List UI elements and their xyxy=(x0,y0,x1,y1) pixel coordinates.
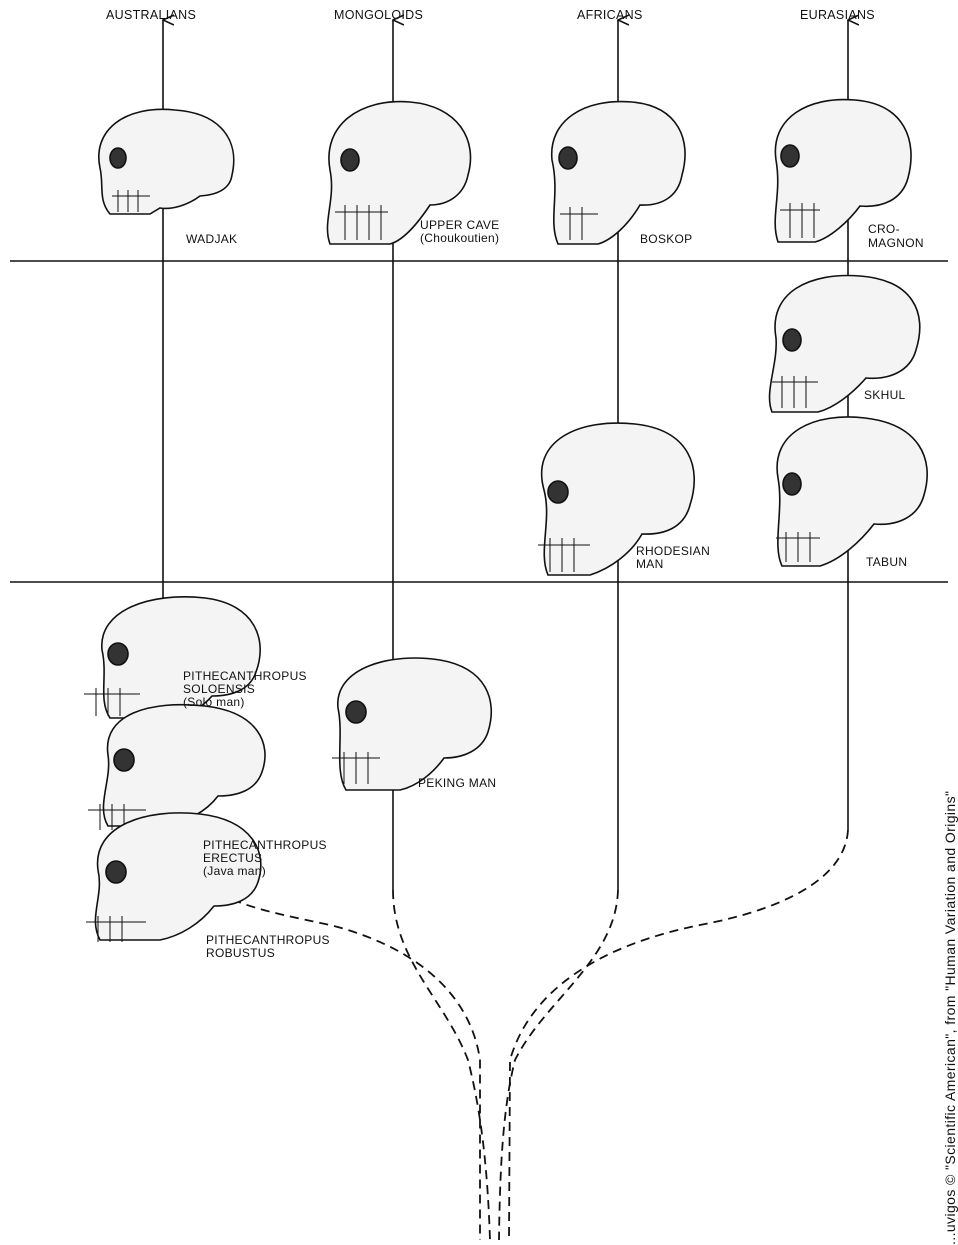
skull-erectus xyxy=(88,705,265,830)
label-skhul: SKHUL xyxy=(864,388,906,402)
origin-dash-mongoloids xyxy=(393,890,490,1240)
label-soloensis-2: SOLOENSIS xyxy=(183,682,255,696)
credit-line: ...uvigos © "Scientific American", from … xyxy=(942,791,958,1245)
label-tabun: TABUN xyxy=(866,555,907,569)
label-cro-magnon-1: CRO- xyxy=(868,222,900,236)
label-soloensis-1: PITHECANTHROPUS xyxy=(183,669,307,683)
label-rhodesian-2: MAN xyxy=(636,557,664,571)
label-upper-cave: UPPER CAVE xyxy=(420,218,499,232)
skull-tabun xyxy=(776,417,927,566)
label-rhodesian-1: RHODESIAN xyxy=(636,544,710,558)
origin-dash-africans xyxy=(499,890,618,1240)
skull-wadjak xyxy=(99,109,234,214)
skull-boskop xyxy=(552,102,685,244)
heading-eurasians: EURASIANS xyxy=(800,8,875,22)
label-erectus-2: ERECTUS xyxy=(203,851,262,865)
label-boskop: BOSKOP xyxy=(640,232,692,246)
label-robustus-2: ROBUSTUS xyxy=(206,946,275,960)
label-upper-cave-site: (Choukoutien) xyxy=(420,231,499,245)
skull-cro-magnon xyxy=(775,100,911,242)
label-wadjak: WADJAK xyxy=(186,232,237,246)
heading-africans: AFRICANS xyxy=(577,8,643,22)
label-erectus-1: PITHECANTHROPUS xyxy=(203,838,327,852)
heading-australians: AUSTRALIANS xyxy=(106,8,196,22)
label-peking: PEKING MAN xyxy=(418,776,496,790)
heading-mongoloids: MONGOLOIDS xyxy=(334,8,423,22)
label-erectus-3: (Java man) xyxy=(203,864,266,878)
label-cro-magnon-2: MAGNON xyxy=(868,236,924,250)
label-soloensis-3: (Solo man) xyxy=(183,695,245,709)
label-robustus-1: PITHECANTHROPUS xyxy=(206,933,330,947)
origin-dash-eurasians xyxy=(509,830,848,1240)
skull-peking xyxy=(332,658,491,790)
origin-dash-australians xyxy=(182,848,480,1240)
